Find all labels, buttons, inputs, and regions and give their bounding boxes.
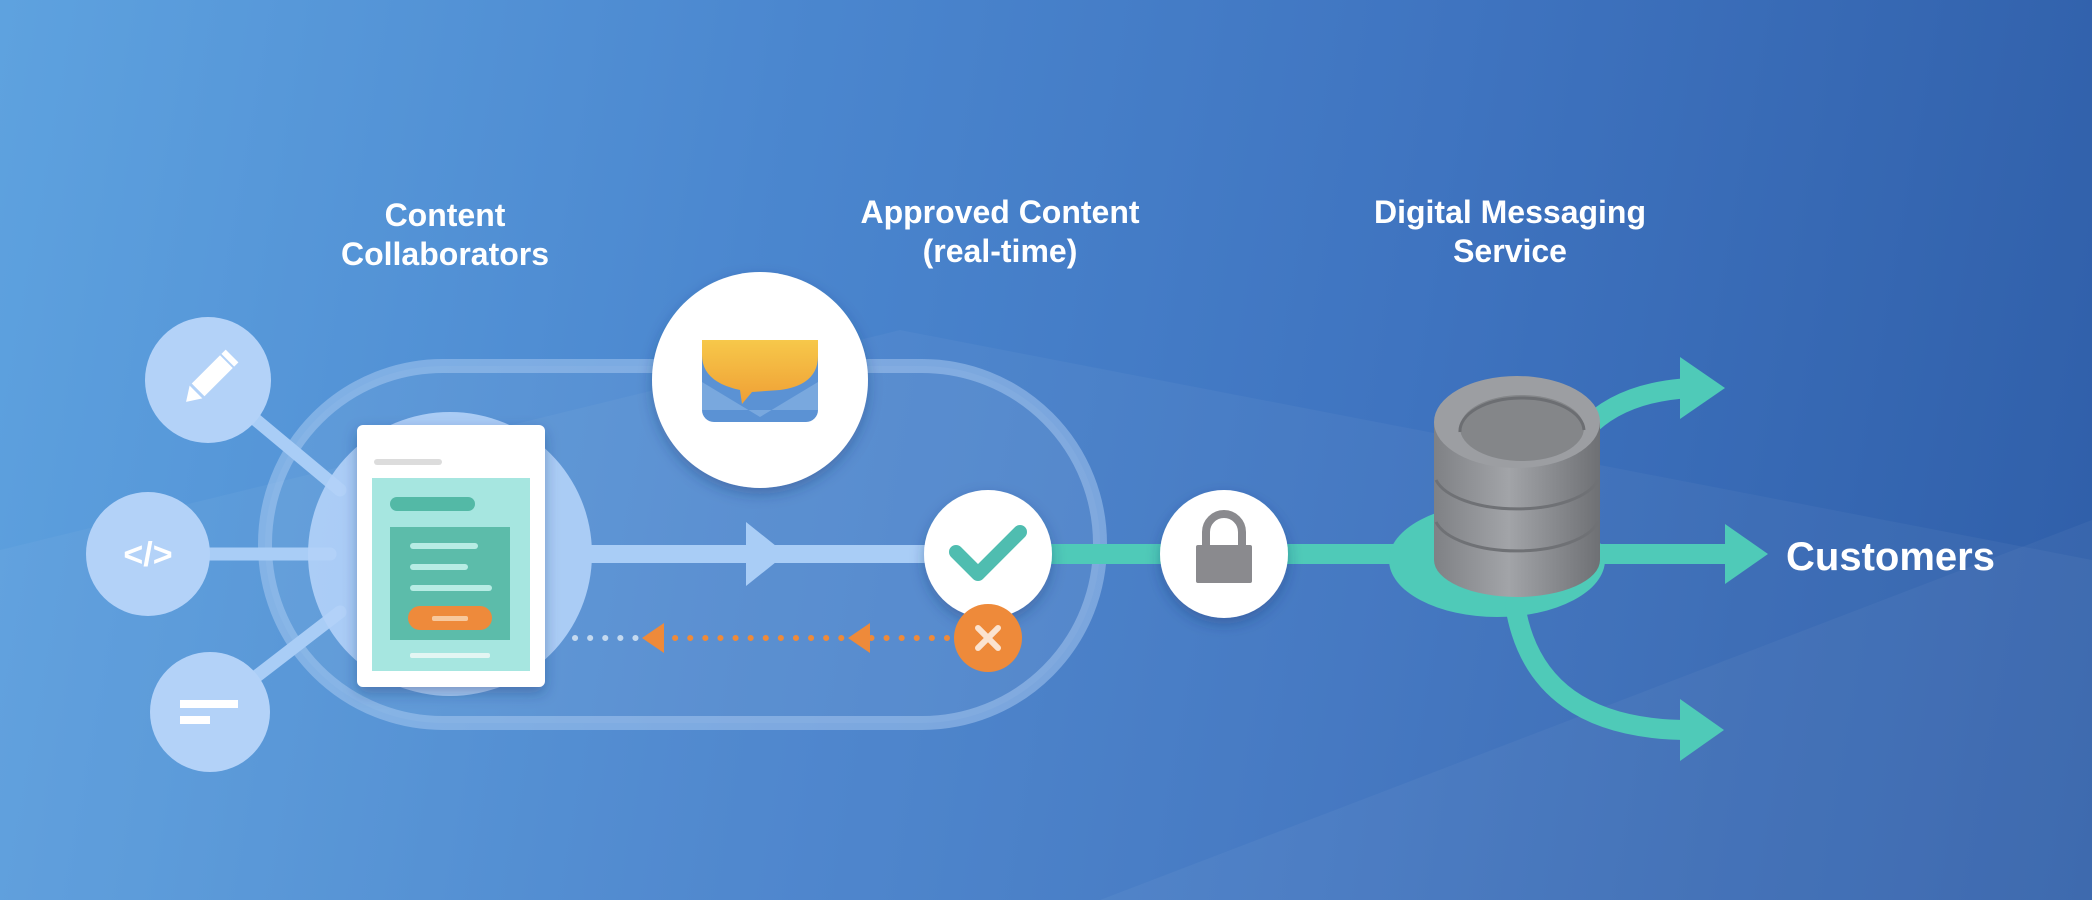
- padlock-icon: [1196, 510, 1252, 583]
- checkmark-icon: [949, 525, 1027, 581]
- content-collaborators-line-2: Collaborators: [340, 236, 550, 273]
- rejection-dotted-line: [572, 623, 953, 653]
- collaborator-code-circle: </>: [86, 492, 210, 616]
- secure-transfer-node: [1160, 490, 1288, 618]
- approved-content-line-2: (real-time): [922, 233, 1078, 270]
- x-icon: [975, 625, 1001, 651]
- approved-message-node: [652, 272, 868, 488]
- collaborator-edit-circle: [145, 317, 271, 443]
- output-arrows: [1505, 357, 1768, 761]
- content-collaborators-line-1: Content: [384, 197, 506, 233]
- content-document-icon: [357, 425, 545, 687]
- approve-checkpoint: [924, 490, 1052, 618]
- text-lines-icon: [180, 700, 238, 724]
- customers-label: Customers: [1786, 535, 1995, 579]
- digital-messaging-service-label: Digital Messaging Service: [1350, 193, 1670, 271]
- code-icon: </>: [123, 536, 172, 574]
- flow-arrow: [746, 522, 786, 586]
- digital-messaging-service-line-2: Service: [1453, 233, 1567, 270]
- content-collaborators-label: Content Collaborators: [300, 196, 590, 274]
- approved-content-label: Approved Content (real-time): [840, 193, 1160, 271]
- digital-messaging-service-line-1: Digital Messaging: [1373, 194, 1647, 230]
- pencil-icon: [186, 349, 239, 402]
- approved-content-line-1: Approved Content: [860, 194, 1140, 230]
- envelope-chat-icon: [702, 340, 818, 422]
- database-icon: [1434, 376, 1600, 597]
- reject-badge: [954, 604, 1022, 672]
- collaborator-text-circle: [150, 652, 270, 772]
